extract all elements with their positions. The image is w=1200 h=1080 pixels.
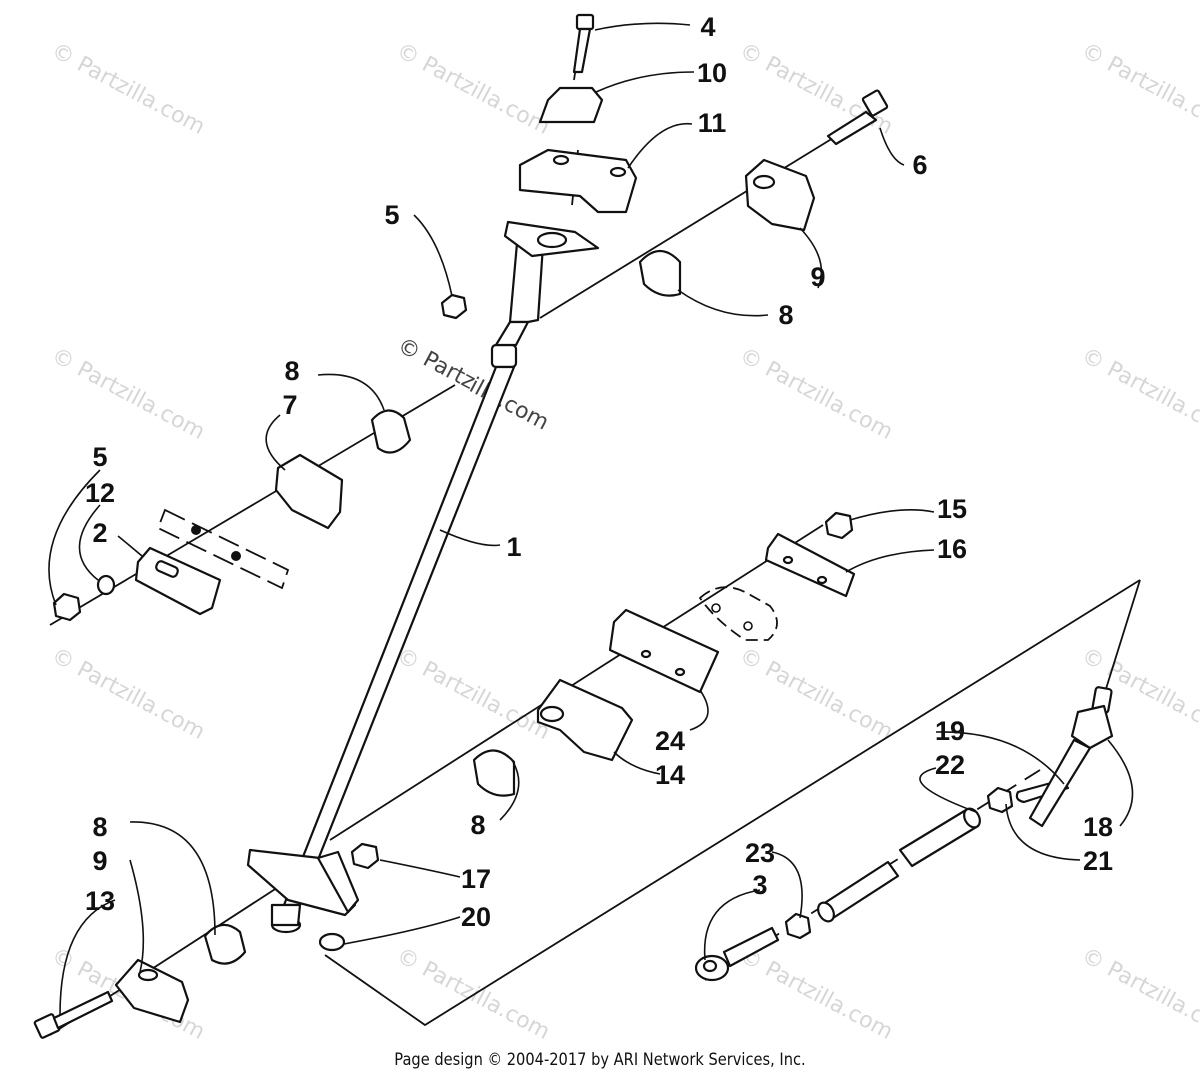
part-20-washer: [318, 932, 346, 952]
part-12-washer: [96, 574, 116, 596]
callout-23: 23: [745, 838, 775, 868]
part-18-tie-rod-end: [1028, 686, 1114, 828]
watermark-center: © Partz: [393, 333, 479, 395]
part-14-block: [536, 678, 634, 762]
part-4-bolt: [572, 13, 595, 74]
callout-18: 18: [1083, 812, 1113, 842]
watermark: © Partzilla.com: [735, 38, 897, 140]
callout-4: 4: [700, 12, 715, 42]
part-8-mid-bushing: [370, 409, 412, 454]
watermark: © Partzilla.com: [735, 343, 897, 445]
callout-9-lower: 9: [92, 846, 107, 876]
part-11-bracket: [518, 148, 638, 214]
callout-7: 7: [282, 390, 297, 420]
callout-6: 6: [912, 150, 927, 180]
part-9-upper-block: [744, 158, 816, 232]
callout-5-top: 5: [384, 200, 399, 230]
watermark: © Partzilla.com: [1077, 343, 1200, 445]
part-9-lower-block: [114, 958, 190, 1024]
callout-22: 22: [935, 750, 965, 780]
part-7-block: [274, 453, 344, 530]
part-23-nut: [784, 912, 812, 940]
part-10-cap: [538, 86, 604, 124]
watermark: © Partzilla.com: [47, 643, 209, 745]
callout-8-lower: 8: [470, 810, 485, 840]
watermark: © Partzilla.com: [392, 38, 554, 140]
callout-16: 16: [937, 534, 967, 564]
callout-13: 13: [85, 886, 115, 916]
callout-8-upper: 8: [778, 300, 793, 330]
callout-14: 14: [655, 760, 685, 790]
callout-21: 21: [1083, 846, 1113, 876]
callout-9-upper: 9: [810, 262, 825, 292]
callout-5-left: 5: [92, 442, 107, 472]
watermark: © Partzilla.com: [735, 943, 897, 1045]
watermark: © Partzilla.com: [47, 343, 209, 445]
watermark: © Partzilla.com: [735, 643, 897, 745]
leader-lines: [48, 22, 1134, 1016]
part-8-bottom-bushing: [203, 923, 247, 965]
part-17-nut: [350, 842, 380, 870]
dashed-gasket: [698, 586, 778, 641]
part-5-nut-left: [52, 592, 82, 622]
callout-17: 17: [461, 864, 491, 894]
callout-15: 15: [937, 494, 967, 524]
part-3-tie-rod-end: [694, 926, 780, 982]
callout-20: 20: [461, 902, 491, 932]
callout-3: 3: [752, 870, 767, 900]
tie-rod: [817, 860, 900, 923]
callout-10: 10: [697, 58, 727, 88]
callout-2: 2: [92, 518, 107, 548]
callout-8-mid: 8: [284, 356, 299, 386]
part-6-bolt: [826, 89, 889, 146]
watermark: © Partzilla.com: [47, 38, 209, 140]
watermark: © Partzilla.com: [392, 643, 554, 745]
callout-8-bottom: 8: [92, 812, 107, 842]
part-24-plate: [608, 608, 720, 694]
part-15-nut: [824, 511, 854, 540]
watermark: © Partzilla.com: [1077, 38, 1200, 140]
callout-11: 11: [698, 108, 727, 138]
part-2-plate: [134, 508, 290, 616]
callout-12: 12: [85, 478, 115, 508]
part-8-upper-bushing: [638, 249, 682, 297]
callout-19: 19: [935, 716, 965, 746]
callout-1: 1: [506, 532, 521, 562]
part-13-bolt: [33, 990, 114, 1039]
part-5-nut-top: [440, 293, 468, 320]
part-22-sleeve: [898, 807, 981, 868]
part-16-plate: [764, 532, 856, 598]
page-footer-copyright: Page design © 2004-2017 by ARI Network S…: [394, 1050, 806, 1070]
callout-24: 24: [655, 726, 685, 756]
part-21-nut: [986, 786, 1014, 814]
steering-post-shaft: [246, 220, 600, 934]
callout-labels: 4 10 11 6 5 9 8 8 7 5 12 2 1 15 16 24 14…: [85, 12, 1113, 932]
part-8-lower-bushing: [472, 749, 516, 797]
watermark: © Partzilla.com: [1077, 943, 1200, 1045]
